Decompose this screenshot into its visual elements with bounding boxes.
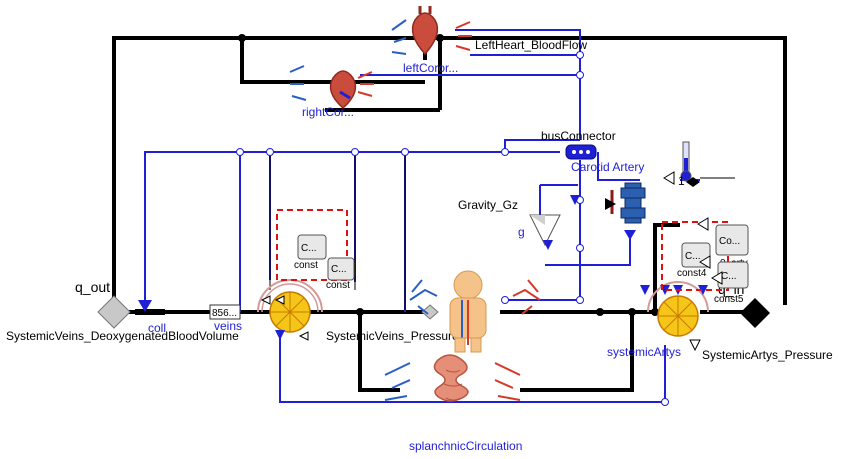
artys-input-port-b[interactable]	[699, 255, 711, 269]
systemic-artys-compliance[interactable]	[640, 281, 709, 337]
carotid-artery-block[interactable]	[605, 182, 646, 240]
const-b-block[interactable]: C...	[327, 257, 355, 281]
artys-pressure-label: SystemicArtys_Pressure	[702, 348, 833, 362]
veins-value-box[interactable]: 856...	[209, 304, 241, 320]
pressure-sensor-icon[interactable]	[680, 141, 692, 182]
sensor-one-label: 1	[678, 174, 685, 188]
gravity-block[interactable]	[529, 214, 561, 250]
q-out-label: q_out	[75, 279, 110, 295]
splanchnic-circulation-icon[interactable]	[384, 354, 521, 402]
right-coronary-label: rightCor...	[302, 105, 354, 119]
const-a-value: C...	[301, 243, 317, 254]
right-heart-icon[interactable]	[289, 65, 374, 110]
const-e-block[interactable]: C...	[717, 261, 749, 289]
const-a-name: const	[294, 260, 318, 271]
flow-lines	[112, 36, 787, 392]
bus-connector-label: busConnector	[541, 129, 616, 143]
veins-pressure-label: SystemicVeins_Pressure	[326, 329, 459, 343]
sensor-input-port[interactable]	[663, 171, 675, 185]
junction-nodes	[236, 51, 669, 406]
veins-parameter-group	[276, 209, 348, 281]
flow-junction-dots	[238, 34, 659, 316]
signal-lines	[269, 152, 735, 310]
gravity-g-label: g	[518, 225, 525, 239]
q-out-connector[interactable]	[97, 295, 131, 329]
q-in-connector[interactable]	[740, 298, 770, 328]
splanchnic-label: splanchnicCirculation	[409, 439, 522, 453]
const-c-block[interactable]: Co...	[715, 224, 749, 256]
left-coronary-label: leftCoror...	[403, 61, 458, 75]
systemic-artys-label: systemicArtys	[607, 345, 681, 359]
sensor-output-port[interactable]	[686, 177, 700, 187]
veins-value: 856...	[212, 308, 237, 319]
const-c-value: Co...	[719, 236, 740, 247]
const-a-block[interactable]: C...	[297, 234, 327, 260]
bus-connector[interactable]	[565, 144, 597, 160]
coll-connector[interactable]	[135, 300, 165, 315]
artys-input-port-c[interactable]	[711, 271, 723, 285]
const-e-name: const5	[714, 294, 744, 305]
veins-label: veins	[214, 319, 242, 333]
artery-tree-right	[512, 279, 541, 315]
artys-parameter-group	[661, 221, 729, 291]
const-d-name: const4	[677, 268, 707, 279]
artys-pressure-port[interactable]	[689, 339, 701, 352]
gravity-label: Gravity_Gz	[458, 198, 518, 212]
vein-tree-left	[409, 279, 438, 315]
carotid-label: Carotid Artery	[571, 160, 644, 174]
body-circulation-icon[interactable]	[449, 270, 487, 353]
const-e-value: C...	[721, 271, 737, 282]
veins-pressure-port[interactable]	[421, 304, 439, 320]
const-b-value: C...	[331, 264, 347, 275]
left-heart-icon[interactable]	[391, 6, 472, 56]
veins-volume-label: SystemicVeins_DeoxygenatedBloodVolume	[6, 329, 239, 343]
artys-input-port-a[interactable]	[697, 217, 709, 231]
systemic-veins-compliance[interactable]	[257, 279, 323, 341]
const-b-name: const	[326, 280, 350, 291]
left-heart-flow-label: LeftHeart_BloodFlow	[475, 38, 587, 52]
carotid-input-arrow	[570, 195, 580, 205]
coll-label: coll	[148, 321, 166, 335]
const-d-value: C...	[685, 251, 701, 262]
